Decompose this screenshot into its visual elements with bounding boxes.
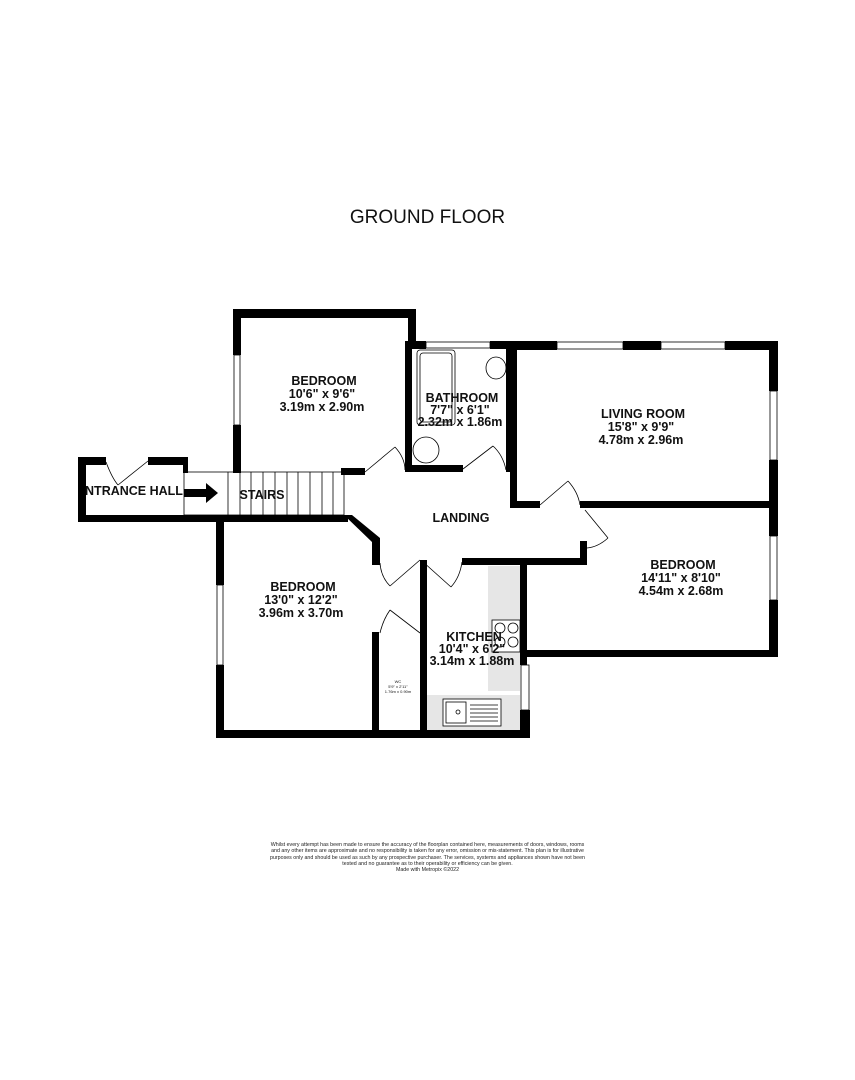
room-name: KITCHEN [446, 630, 502, 644]
disclaimer: Whilst every attempt has been made to en… [270, 842, 585, 873]
room-kitchen: KITCHEN 10'4" x 6'2" 3.14m x 1.88m [430, 630, 515, 668]
toilet-icon [485, 356, 507, 380]
doors[interactable] [105, 445, 609, 634]
room-entrance-hall: NTRANCE HALL [85, 484, 183, 498]
room-wc: WC 5'9" x 2'11" 1.76m x 0.90m [385, 679, 412, 694]
walls [78, 309, 778, 738]
hob-icon [491, 619, 521, 653]
room-name: BATHROOM [426, 391, 499, 405]
room-bedroom-2: BEDROOM 13'0" x 12'2" 3.96m x 3.70m [259, 580, 344, 620]
room-dimensions-metric: 4.54m x 2.68m [639, 584, 724, 598]
room-stairs: STAIRS [240, 488, 285, 502]
room-dimensions-imperial: 10'4" x 6'2" [439, 642, 506, 656]
room-name: BEDROOM [650, 558, 715, 572]
room-dimensions-imperial: 10'6" x 9'6" [289, 387, 356, 401]
room-dimensions-imperial: 14'11" x 8'10" [641, 571, 721, 585]
stairs-direction-arrow-icon [184, 483, 218, 503]
credit-text: Made with Metropix ©2022 [395, 867, 460, 874]
room-dimensions-imperial: 7'7" x 6'1" [430, 403, 490, 417]
room-living-room: LIVING ROOM 15'8" x 9'9" 4.78m x 2.96m [599, 407, 685, 447]
bathtub-icon [416, 349, 456, 426]
room-name: LIVING ROOM [601, 407, 685, 421]
room-dimensions-metric: 4.78m x 2.96m [599, 433, 684, 447]
room-dimensions-metric: 2.32m x 1.86m [418, 415, 503, 429]
basin-icon [412, 436, 440, 464]
room-name: WC [395, 679, 402, 684]
room-dimensions-imperial: 13'0" x 12'2" [264, 593, 337, 607]
room-dimensions-metric: 3.96m x 3.70m [259, 606, 344, 620]
room-dimensions-imperial: 15'8" x 9'9" [608, 420, 675, 434]
room-name: BEDROOM [270, 580, 335, 594]
room-bedroom-1: BEDROOM 10'6" x 9'6" 3.19m x 2.90m [280, 374, 365, 414]
room-bedroom-3: BEDROOM 14'11" x 8'10" 4.54m x 2.68m [639, 558, 724, 598]
room-name: BEDROOM [291, 374, 356, 388]
windows [216, 341, 778, 711]
room-dimensions-metric: 3.14m x 1.88m [430, 654, 515, 668]
room-bathroom: BATHROOM 7'7" x 6'1" 2.32m x 1.86m [418, 391, 503, 429]
room-dimensions-imperial: 5'9" x 2'11" [388, 684, 408, 689]
room-dimensions-metric: 1.76m x 0.90m [385, 689, 412, 694]
room-dimensions-metric: 3.19m x 2.90m [280, 400, 365, 414]
sink-icon [442, 698, 502, 727]
room-landing: LANDING [433, 511, 490, 525]
disclaimer-text: Whilst every attempt has been made to en… [270, 842, 585, 867]
floor-title: GROUND FLOOR [349, 207, 506, 228]
